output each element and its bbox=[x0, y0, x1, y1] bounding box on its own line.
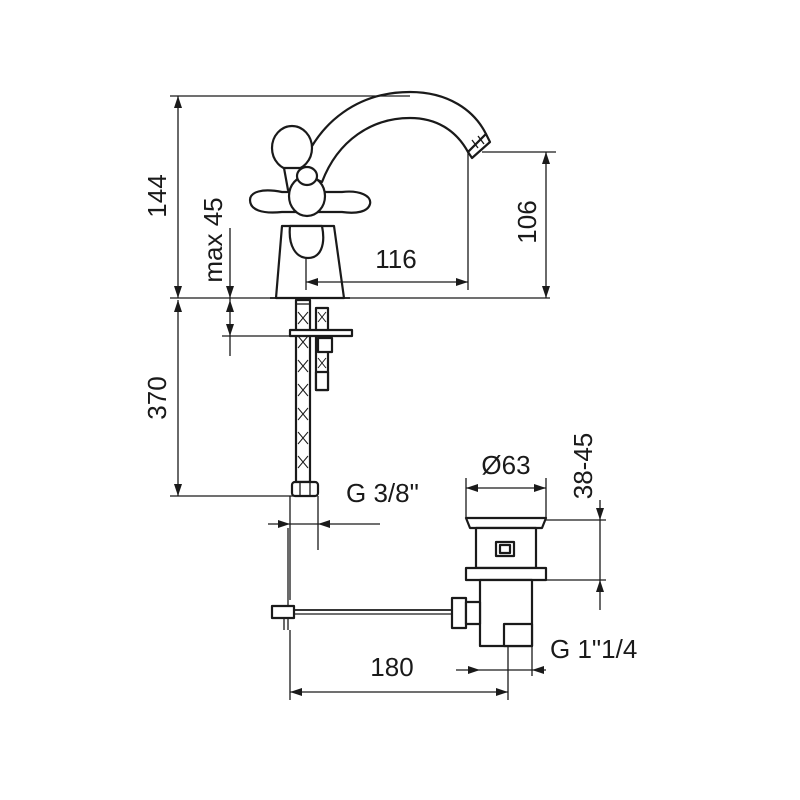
dim-180-label: 180 bbox=[370, 652, 413, 682]
dim-106-label: 106 bbox=[512, 200, 542, 243]
dim-370-label: 370 bbox=[142, 376, 172, 419]
dim-116-label: 116 bbox=[375, 244, 416, 274]
dimension-lines bbox=[170, 95, 606, 700]
dim-144-label: 144 bbox=[142, 174, 172, 217]
dim-g38-label: G 3/8" bbox=[346, 478, 419, 508]
dim-max45-label: max 45 bbox=[198, 197, 228, 282]
tap-body bbox=[248, 90, 492, 300]
under-deck-assembly bbox=[288, 298, 354, 498]
dim-38-45-label: 38-45 bbox=[568, 433, 598, 500]
dim-g114-label: G 1"1/4 bbox=[550, 634, 637, 664]
pop-up-waste bbox=[270, 516, 548, 648]
dim-d63-label: Ø63 bbox=[481, 450, 530, 480]
